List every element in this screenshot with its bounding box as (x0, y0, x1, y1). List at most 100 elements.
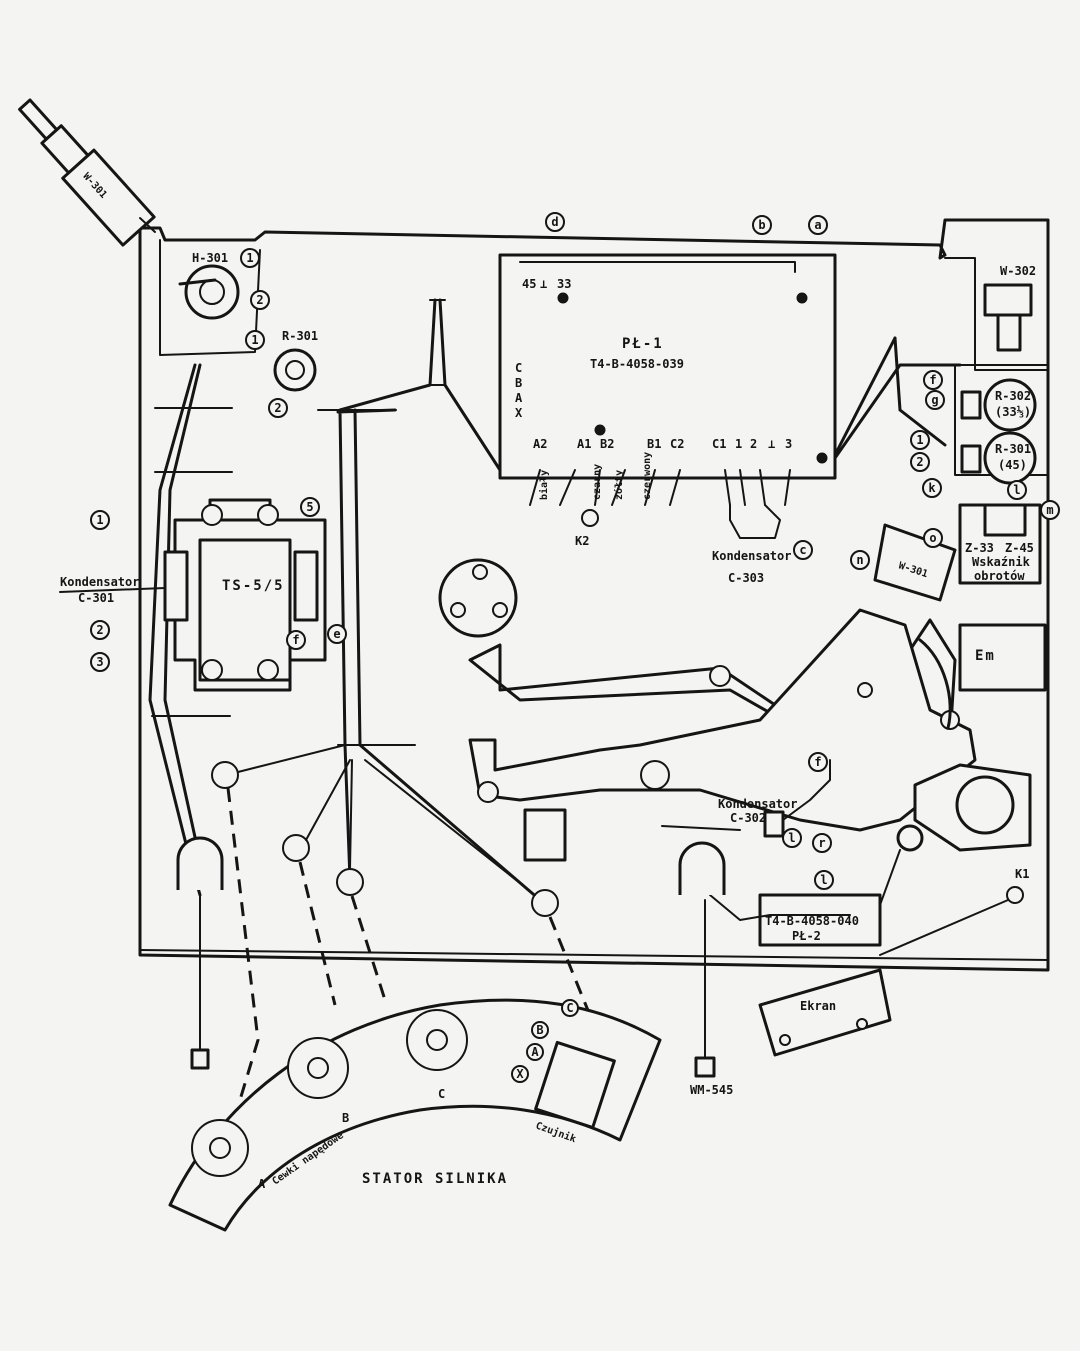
callout-label: 2 (274, 401, 281, 415)
c303-body (729, 504, 781, 539)
wskaznik-z45: Z-45 (1005, 541, 1034, 555)
callout-label: f (929, 373, 936, 387)
callout-circle (327, 624, 347, 644)
callout-label: 1 (96, 513, 103, 527)
c303-label-b: C-303 (728, 571, 764, 585)
coil-harness-links (237, 744, 536, 896)
callout-label: l (1013, 483, 1020, 497)
w301-mid-block (873, 523, 957, 602)
wskaznik-lamp (983, 503, 1027, 537)
callout-circle (300, 497, 320, 517)
tie-2 (317, 299, 446, 746)
callout-label: 1 (246, 251, 253, 265)
callout-label: d (551, 215, 558, 229)
pl2-code: T4-B-4058-040 (765, 914, 859, 928)
c303-label-a: Kondensator (712, 549, 791, 563)
pivot-3 (477, 781, 499, 803)
czujnik-terminal-circle (561, 999, 579, 1017)
ekran-plate (758, 968, 892, 1057)
c302-body (763, 810, 785, 838)
callout-circle (923, 370, 943, 390)
callout-label: c (799, 543, 806, 557)
callout-circle (814, 870, 834, 890)
callout-circle (245, 330, 265, 350)
callout-label: e (333, 627, 340, 641)
c301-label-a: Kondensator (60, 575, 139, 589)
tie-3 (661, 825, 741, 831)
callout-circle (545, 212, 565, 232)
pl1-bottom-terminal: A1 (577, 437, 591, 451)
pl1-top-terminal: ⊥ (540, 277, 547, 291)
callout-circle (850, 550, 870, 570)
coil-lead-a (226, 787, 260, 1101)
k1-label: K1 (1015, 867, 1029, 881)
k2-label: K2 (575, 534, 589, 548)
pl1-side-terminal: A (515, 391, 523, 405)
czujnik-terminal-circle (531, 1021, 549, 1039)
h301-lever (178, 278, 217, 286)
k2-terminal (581, 509, 599, 527)
callout-label: 1 (916, 433, 923, 447)
cam-wheel (955, 775, 1015, 835)
czujnik-label: Czujnik (534, 1120, 578, 1146)
coil-port-3 (336, 868, 364, 896)
r302-label: R-302 (995, 389, 1031, 403)
callout-circle (782, 828, 802, 848)
pl1-bottom-terminal: ⊥ (768, 437, 775, 451)
czujnik-terminal-circle (526, 1043, 544, 1061)
callout-label: l (820, 873, 827, 887)
pl1-bottom-terminal: B1 (647, 437, 661, 451)
pl1-wire-mark: czerwony (642, 452, 653, 500)
pl2-label: PŁ-2 (792, 929, 821, 943)
w302-connector (983, 283, 1033, 317)
callout-circle (240, 248, 260, 268)
harness-right (833, 336, 947, 457)
pl1-bottom-terminal: B2 (600, 437, 614, 451)
callout-circle (752, 215, 772, 235)
callout-label: 3 (96, 655, 103, 669)
stator-label: STATOR SILNIKA (362, 1171, 508, 1187)
r301b-terminals (960, 444, 982, 474)
pl1-bottom-terminal: 3 (785, 437, 792, 451)
h301-label: H-301 (192, 251, 228, 265)
wm545-label: WM-545 (690, 1083, 733, 1097)
r301b-label: R-301 (995, 442, 1031, 456)
czujnik-terminal-circle (511, 1065, 529, 1083)
pl1-screw-4 (816, 452, 828, 464)
lever-track (918, 638, 952, 730)
pl1-top-terminal: 45 (522, 277, 536, 291)
callout-circle (910, 430, 930, 450)
wm545-plug (694, 1056, 716, 1078)
pl1-bottom-terminal: C1 (712, 437, 726, 451)
coil-port-1 (211, 761, 239, 789)
k1-wire (879, 899, 1009, 956)
c302-label-b: C-302 (730, 811, 766, 825)
chassis-outline (138, 218, 1050, 972)
wskaznik-label-a: Wskaźnik (972, 555, 1031, 569)
callout-label: g (931, 393, 938, 407)
callout-circle (910, 452, 930, 472)
pl1-screw-1 (557, 292, 569, 304)
callout-circle (923, 528, 943, 548)
ts-screw-bl (201, 659, 223, 681)
spring-block (523, 808, 567, 862)
r302-terminals (960, 390, 982, 420)
czujnik-terminal: C (566, 1001, 573, 1015)
callout-circle (793, 540, 813, 560)
spindle-screw-2 (450, 602, 466, 618)
c302-leads (782, 759, 831, 821)
callout-label: k (928, 481, 936, 495)
callout-circle (286, 630, 306, 650)
callout-circle (1040, 500, 1060, 520)
pl2-wires (709, 849, 901, 921)
callout-circle (90, 620, 110, 640)
lever-main (468, 608, 977, 832)
stator-coil-a-label: A (258, 1177, 266, 1191)
callout-label: 5 (306, 500, 313, 514)
c301-leader (59, 587, 166, 593)
